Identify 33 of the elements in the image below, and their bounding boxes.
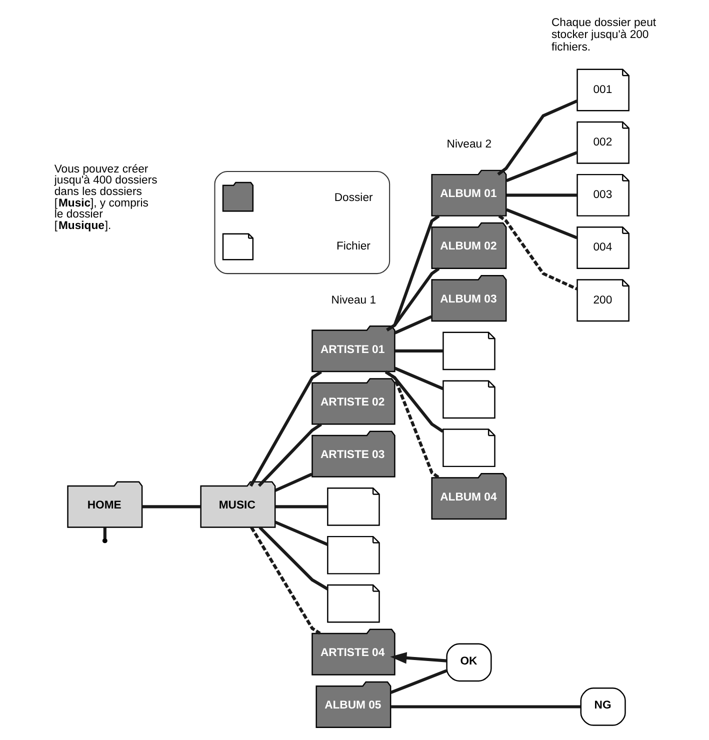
node-folder [222, 182, 254, 212]
connector [394, 315, 432, 334]
connector [390, 669, 448, 694]
connector [394, 366, 444, 390]
connector [142, 505, 200, 508]
label: Chaque dossier peut stocker jusqu'à 200 fichiers. [551, 16, 656, 54]
connector [498, 214, 578, 290]
legend-label: Fichier [336, 240, 370, 253]
arrow [390, 652, 447, 664]
connector [386, 267, 440, 332]
connector [250, 526, 321, 635]
connector [384, 370, 440, 479]
connector [390, 705, 581, 708]
connector [274, 472, 312, 492]
connector [386, 214, 440, 332]
connector [274, 520, 328, 546]
label: Niveau 1 [331, 294, 376, 306]
connector [506, 194, 577, 197]
connector [275, 505, 328, 508]
node-box: OK [446, 643, 492, 682]
connector [103, 528, 106, 538]
label: Niveau 2 [446, 138, 492, 151]
connector [506, 208, 578, 240]
connector [497, 100, 578, 176]
legend-label: Dossier [334, 192, 373, 204]
node-box: NG [580, 688, 626, 726]
label: Vous pouvez créer jusqu'à 400 dossiers dans les dossiers [Music], y compris le dossier [Musique]. [54, 163, 158, 232]
connector [258, 526, 328, 590]
connector [506, 151, 578, 182]
cluster [214, 170, 390, 274]
connector [258, 423, 322, 487]
connector [249, 370, 322, 487]
connector [394, 349, 443, 352]
